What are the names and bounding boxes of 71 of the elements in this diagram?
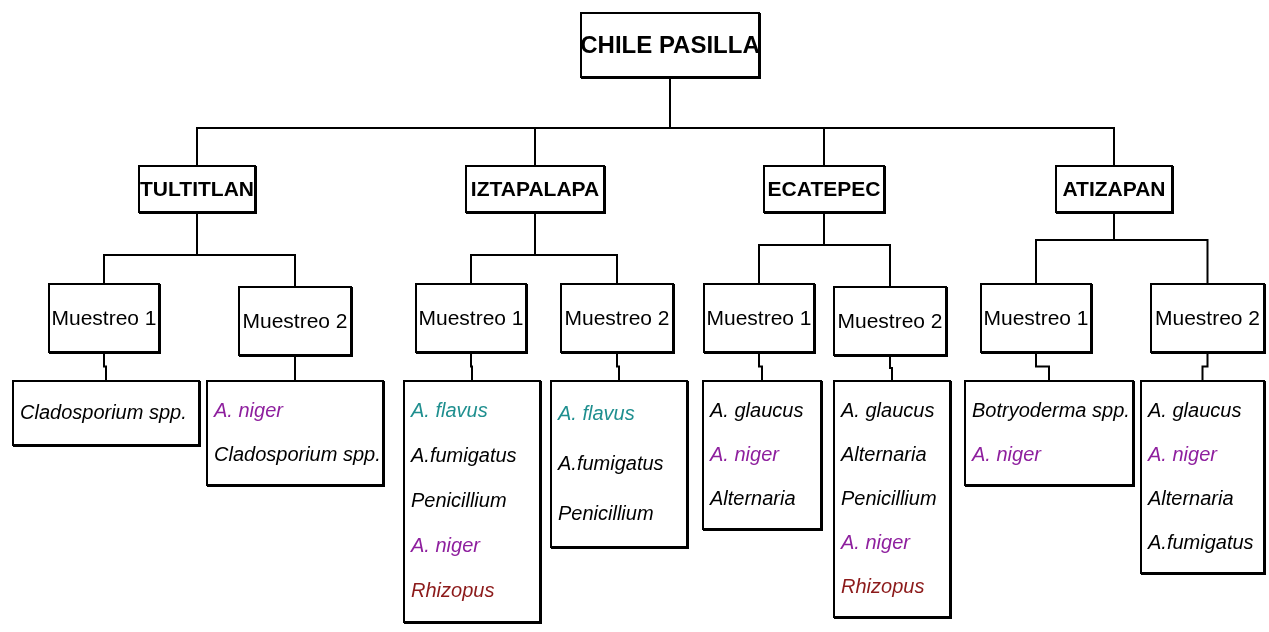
location-label: ATIZAPAN bbox=[1062, 177, 1166, 201]
location-label: ECATEPEC bbox=[767, 177, 881, 201]
sampling-box bbox=[980, 283, 1092, 353]
location-box bbox=[465, 165, 605, 213]
species-list-box bbox=[550, 380, 688, 548]
species-name: A. niger bbox=[411, 533, 480, 558]
location-label: CHILE PASILLA bbox=[580, 31, 760, 59]
sampling-box bbox=[1150, 283, 1265, 353]
location-box bbox=[763, 165, 885, 213]
species-name: A. glaucus bbox=[1148, 398, 1242, 423]
species-name: Penicillium bbox=[841, 486, 937, 511]
connector-line bbox=[1035, 352, 1050, 381]
species-list-box bbox=[206, 380, 384, 486]
species-list-box bbox=[403, 380, 541, 623]
species-name: Rhizopus bbox=[841, 574, 925, 599]
species-name: Alternaria bbox=[1148, 486, 1234, 511]
root-box bbox=[580, 12, 760, 78]
connector-line bbox=[1113, 212, 1209, 284]
sample-label: Muestreo 1 bbox=[983, 306, 1089, 330]
connector-line bbox=[294, 355, 296, 381]
location-box bbox=[138, 165, 256, 213]
species-name: Penicillium bbox=[411, 488, 507, 513]
connector-line bbox=[758, 352, 763, 381]
sample-label: Muestreo 2 bbox=[1154, 306, 1261, 330]
connector-line bbox=[1201, 352, 1209, 381]
species-name: A. glaucus bbox=[841, 398, 935, 423]
connector-line bbox=[103, 352, 107, 381]
sampling-box bbox=[48, 283, 160, 353]
connector-line bbox=[616, 352, 620, 381]
species-list-box bbox=[12, 380, 200, 446]
sampling-box bbox=[415, 283, 527, 353]
species-list-box bbox=[964, 380, 1134, 486]
species-name: A. niger bbox=[214, 398, 283, 423]
species-name: Penicillium bbox=[558, 501, 654, 526]
sample-label: Muestreo 1 bbox=[418, 306, 524, 330]
species-name: Alternaria bbox=[841, 442, 927, 467]
species-name: A.fumigatus bbox=[411, 443, 517, 468]
location-box bbox=[1055, 165, 1173, 213]
species-name: Cladosporium spp. bbox=[20, 400, 187, 425]
location-label: TULTITLAN bbox=[140, 177, 254, 201]
connector-line bbox=[823, 212, 891, 287]
sample-label: Muestreo 2 bbox=[564, 306, 670, 330]
sample-label: Muestreo 2 bbox=[837, 309, 943, 333]
species-list-box bbox=[702, 380, 822, 530]
species-name: A. niger bbox=[841, 530, 910, 555]
species-name: A. niger bbox=[972, 442, 1041, 467]
sample-label: Muestreo 1 bbox=[706, 306, 812, 330]
species-name: A.fumigatus bbox=[558, 451, 664, 476]
location-label: IZTAPALAPA bbox=[470, 177, 600, 201]
species-list-box bbox=[833, 380, 951, 618]
species-name: A. glaucus bbox=[710, 398, 804, 423]
connector-line bbox=[470, 352, 473, 381]
species-name: A. niger bbox=[710, 442, 779, 467]
sampling-box bbox=[560, 283, 674, 353]
sampling-box bbox=[703, 283, 815, 353]
species-name: A. flavus bbox=[558, 401, 635, 426]
species-name: Alternaria bbox=[710, 486, 796, 511]
species-name: A. flavus bbox=[411, 398, 488, 423]
species-name: Rhizopus bbox=[411, 578, 495, 603]
species-name: A. niger bbox=[1148, 442, 1217, 467]
sampling-box bbox=[833, 286, 947, 356]
connector-line bbox=[534, 212, 618, 284]
species-list-box bbox=[1140, 380, 1265, 574]
sample-label: Muestreo 1 bbox=[51, 306, 157, 330]
connector-line bbox=[889, 355, 893, 381]
connector-line bbox=[196, 212, 296, 287]
species-name: A.fumigatus bbox=[1148, 530, 1254, 555]
sampling-box bbox=[238, 286, 352, 356]
sample-label: Muestreo 2 bbox=[242, 309, 348, 333]
species-name: Botryoderma spp. bbox=[972, 398, 1130, 423]
species-name: Cladosporium spp. bbox=[214, 442, 381, 467]
